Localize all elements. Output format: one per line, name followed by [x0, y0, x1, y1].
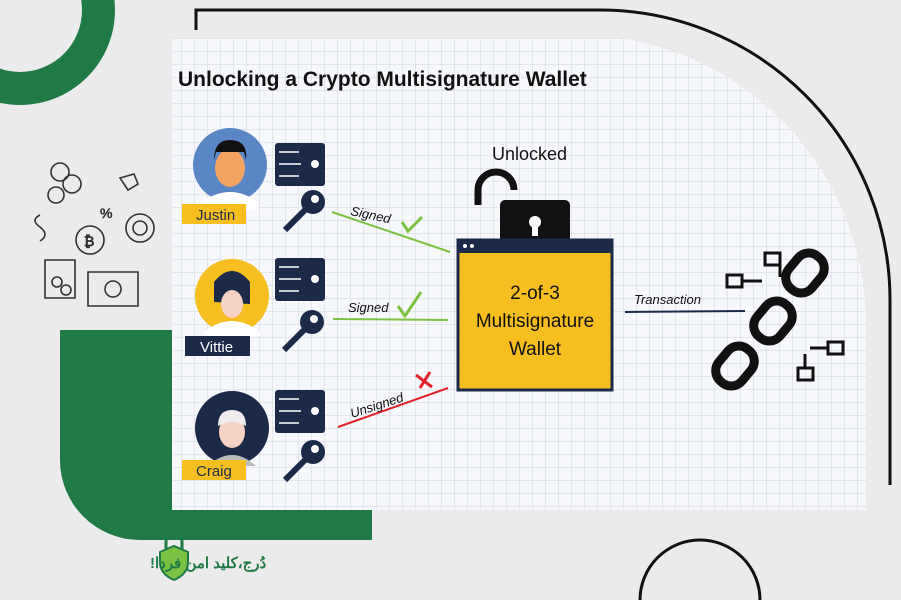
check-icon: [396, 291, 423, 319]
svg-text:₿: ₿: [84, 233, 94, 249]
signature-justin: Signed: [331, 203, 451, 253]
key-icon: [282, 440, 325, 483]
signer-name: Justin: [196, 207, 235, 224]
name-tag: [185, 336, 250, 356]
signer-name: Craig: [196, 463, 232, 480]
crypto-doodles-icon: ₿ %: [34, 162, 155, 307]
wallet-label-line: Multisignature: [476, 311, 594, 332]
signature-vittie: Signed: [332, 291, 449, 321]
signer-name: Vittie: [200, 339, 233, 356]
status-label: Signed: [348, 300, 389, 315]
bottom-arc: [638, 538, 762, 600]
page-title: Unlocking a Crypto Multisignature Wallet: [178, 68, 587, 91]
top-left-green-ring: [0, 0, 115, 105]
signer-vittie: Vittie: [185, 259, 269, 356]
check-icon: [400, 215, 424, 234]
signer-justin: Justin: [182, 128, 267, 224]
wallet-label-line: Wallet: [509, 339, 562, 360]
svg-text:%: %: [100, 205, 112, 221]
brand-logo: دُرج،کلید امن فردا!: [150, 532, 267, 582]
hardware-wallet-icon: [275, 143, 325, 186]
wallet-label-line: 2-of-3: [510, 283, 560, 304]
unlocked-label: Unlocked: [492, 144, 567, 164]
key-icon: [281, 310, 324, 353]
key-icon: [282, 190, 325, 233]
brand-text: دُرج،کلید امن فردا!: [150, 555, 267, 572]
name-tag: [182, 204, 246, 224]
multisig-wallet-box: 2-of-3 Multisignature Wallet: [456, 238, 614, 392]
outline-arc: [194, 8, 892, 485]
hardware-wallet-icon: [275, 258, 325, 301]
signer-craig: Craig: [182, 391, 269, 480]
blockchain-icon: [711, 248, 845, 391]
transaction-label: Transaction: [634, 292, 701, 307]
hardware-wallet-icon: [275, 390, 325, 433]
x-icon: [415, 371, 433, 389]
name-tag: [182, 460, 246, 480]
